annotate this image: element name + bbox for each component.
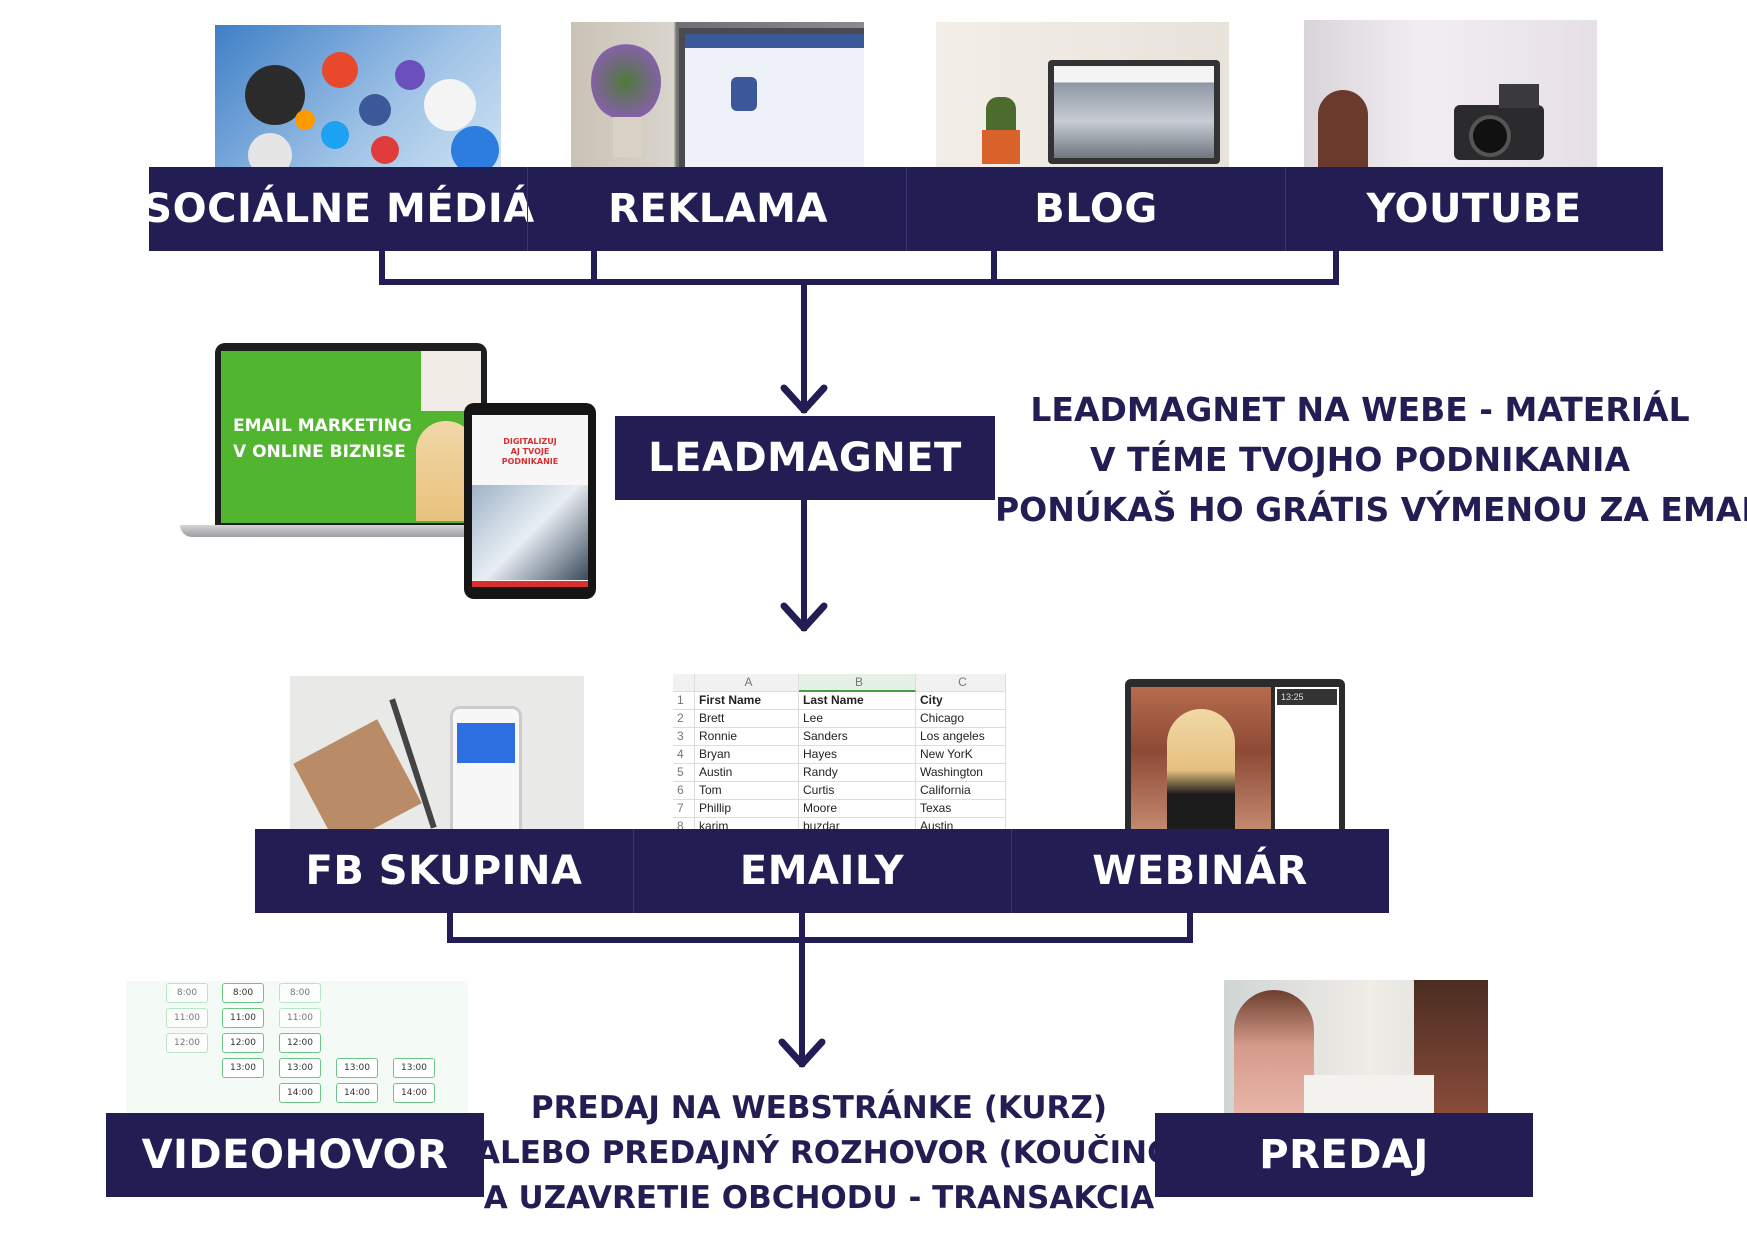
time-slot: 8:00 [166, 983, 208, 1003]
youtube-camera-photo [1304, 20, 1597, 170]
laptop-title-line2: V ONLINE BIZNISE [233, 442, 406, 462]
webinar-laptop-photo: 13:25 [1125, 679, 1345, 831]
time-slot: 14:00 [279, 1083, 321, 1103]
time-slot: 12:00 [222, 1033, 264, 1053]
time-slot: 8:00 [222, 983, 264, 1003]
banner-youtube: YOUTUBE [1366, 186, 1582, 232]
banner-social-media: SOCIÁLNE MÉDIÁ [143, 186, 535, 232]
leadmagnet-note-line1: LEADMAGNET NA WEBE - MATERIÁL [1030, 390, 1690, 429]
webinar-timer: 13:25 [1277, 689, 1337, 705]
time-slot: 13:00 [279, 1058, 321, 1078]
person-left-icon [1234, 990, 1314, 1114]
banner-fb-group: FB SKUPINA [305, 848, 583, 894]
sale-note-line3: A UZAVRETIE OBCHODU - TRANSAKCIA [483, 1180, 1155, 1216]
leadmagnet-label: LEADMAGNET [648, 435, 962, 481]
time-slot: 8:00 [279, 983, 321, 1003]
banner-videocall: VIDEOHOVOR [141, 1132, 449, 1178]
time-slot: 11:00 [166, 1008, 208, 1028]
videocall-box: VIDEOHOVOR [106, 1113, 484, 1197]
sale-box: PREDAJ [1155, 1113, 1533, 1197]
tablet-title-line2: AJ TVOJE [510, 447, 550, 456]
top-bracket [379, 247, 1339, 285]
tablet-title-line1: DIGITALIZUJ [503, 437, 557, 446]
leadmagnet-note-line3: PONÚKAŠ HO GRÁTIS VÝMENOU ZA EMAIL [995, 490, 1747, 529]
thumbs-up-icon [731, 77, 757, 111]
phone-icon [450, 706, 522, 831]
channels-banner: SOCIÁLNE MÉDIÁ REKLAMA BLOG YOUTUBE [143, 167, 1663, 251]
calendar-slots-photo: 8:00 8:00 8:00 11:00 11:00 11:00 12:00 1… [126, 981, 468, 1114]
blog-laptop-photo [936, 22, 1229, 170]
laptop-mockup: EMAIL MARKETING V ONLINE BIZNISE [215, 343, 487, 525]
column-b-header: B [799, 674, 916, 692]
tablet-mockup: DIGITALIZUJ AJ TVOJE PODNIKANIE [464, 403, 596, 599]
cactus-icon [986, 97, 1016, 132]
time-slot: 14:00 [393, 1083, 435, 1103]
app-icons-icon [245, 52, 499, 170]
leadmagnet-note-line2: V TÉME TVOJHO PODNIKANIA [1090, 440, 1630, 479]
banner-sale: PREDAJ [1259, 1132, 1429, 1178]
plant-icon [591, 42, 661, 122]
banner-ads: REKLAMA [608, 186, 828, 232]
sale-note-line2: ALEBO PREDAJNÝ ROZHOVOR (KOUČING) [476, 1135, 1187, 1171]
leadmagnet-box: LEADMAGNET [615, 416, 995, 500]
time-slot: 11:00 [222, 1008, 264, 1028]
sale-note-line1: PREDAJ NA WEBSTRÁNKE (KURZ) [530, 1090, 1108, 1126]
time-slot: 13:00 [336, 1058, 378, 1078]
laptop-base [180, 525, 520, 537]
time-slot: 12:00 [279, 1033, 321, 1053]
social-media-photo [215, 25, 501, 170]
banner-blog: BLOG [1034, 186, 1158, 232]
presenter-icon [1167, 709, 1235, 831]
leadmagnet-note: LEADMAGNET NA WEBE - MATERIÁL V TÉME TVO… [995, 385, 1747, 535]
banner-emails: EMAILY [739, 848, 905, 894]
sale-note: PREDAJ NA WEBSTRÁNKE (KURZ) ALEBO PREDAJ… [476, 1086, 1187, 1221]
fb-group-photo [290, 676, 584, 831]
middle-bracket [447, 909, 1193, 943]
time-slot: 12:00 [166, 1033, 208, 1053]
time-slot: 14:00 [336, 1083, 378, 1103]
time-slot: 11:00 [279, 1008, 321, 1028]
laptop-title-line1: EMAIL MARKETING [233, 416, 412, 436]
nurture-banner: FB SKUPINA EMAILY WEBINÁR [255, 829, 1389, 913]
tablet-title-line3: PODNIKANIE [501, 457, 559, 466]
time-slot: 13:00 [393, 1058, 435, 1078]
sales-meeting-photo [1224, 980, 1488, 1114]
time-slot: 13:00 [222, 1058, 264, 1078]
column-c-header: C [916, 674, 1006, 692]
banner-webinar: WEBINÁR [1092, 848, 1308, 894]
facebook-ad-photo [571, 22, 864, 170]
column-a-header: A [695, 674, 799, 692]
person-icon [1318, 90, 1368, 170]
